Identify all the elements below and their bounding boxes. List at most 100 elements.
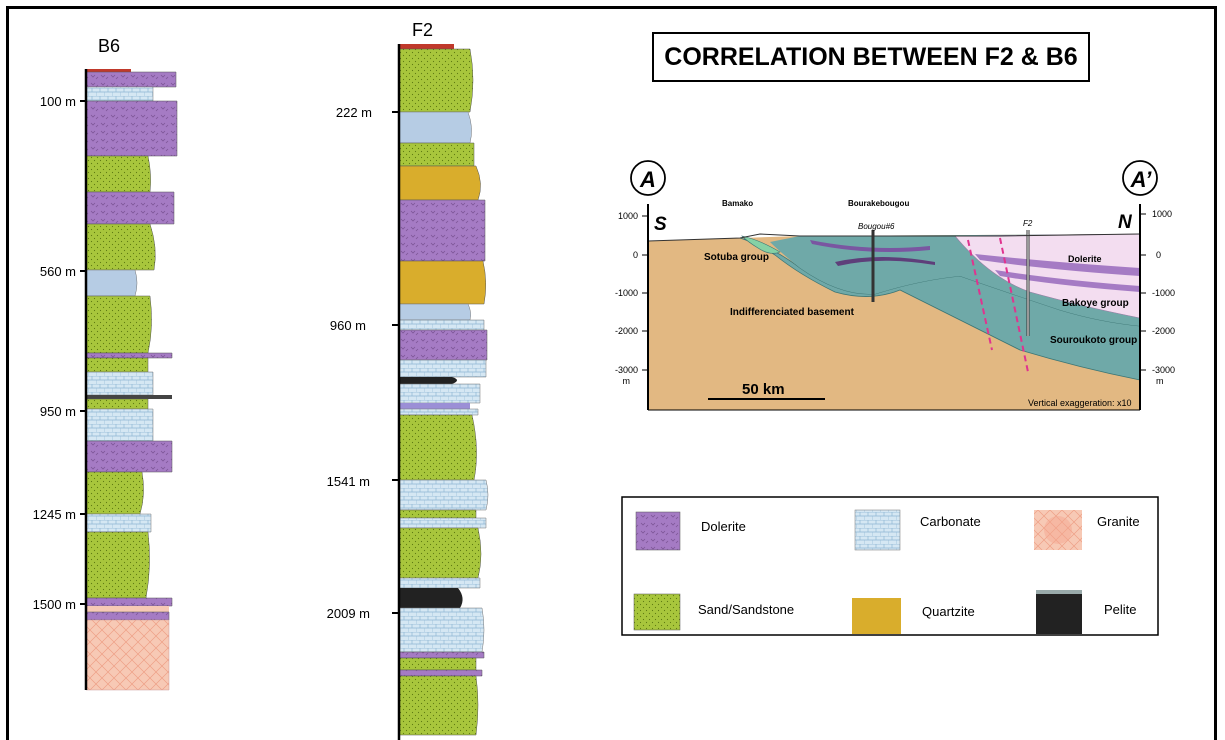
f2-depth-label: 222 m (336, 105, 372, 120)
b6-layer-dolerite (85, 100, 178, 157)
fault-line (999, 237, 1029, 373)
left-ticks: 1000 0 -1000 -2000 -3000 m (615, 211, 648, 386)
right-ticks: 1000 0 -1000 -2000 -3000 m (1140, 209, 1175, 386)
f2-column: F2 222 m 960 m 1541 m 2 (327, 20, 489, 740)
tick-label: -2000 (1152, 326, 1175, 336)
b6-layer-dolerite (85, 611, 170, 621)
legend-swatch-sand (633, 593, 681, 631)
f2-layer-dolerite (398, 651, 485, 659)
b6-layer-granite (85, 619, 170, 691)
f2-layer-sand (398, 675, 479, 736)
figure-frame (6, 6, 1217, 740)
f2-layer-carbonate (398, 408, 479, 416)
b6-layer-dolerite (85, 191, 175, 225)
tick-label: -3000 (1152, 365, 1175, 375)
section-end-a-prime-label: A’ (1130, 167, 1153, 192)
f2-layer-carbonate (398, 359, 487, 378)
b6-depth-label: 560 m (40, 264, 76, 279)
souroukoto-label: Souroukoto group (1050, 335, 1137, 346)
f2-layer-dolerite (398, 669, 483, 677)
dolerite-label: Dolerite (1068, 254, 1102, 264)
legend-label-dolerite: Dolerite (701, 519, 746, 534)
f2-layer-sand (398, 414, 477, 481)
section-end-a-prime (1122, 160, 1158, 196)
b6-layer-dolerite (85, 440, 173, 473)
f2-layer-dolerite (398, 329, 488, 361)
legend-swatch-granite (1034, 510, 1082, 550)
tick-unit: m (623, 376, 631, 386)
b6-layer-dolerite (85, 352, 173, 359)
b6-layer-granite-thin (86, 606, 169, 612)
place-bourakebougou: Bourakebougou (848, 199, 909, 208)
tick-label: -1000 (1152, 288, 1175, 298)
bakoye-label: Bakoye group (1062, 298, 1129, 309)
b6-depth-label: 1500 m (33, 597, 76, 612)
f2-layer-sand (398, 142, 475, 167)
b6-depth-label: 1245 m (33, 507, 76, 522)
b6-layer-carbonate-plain (85, 269, 138, 297)
b6-column: B6 100 m 560 m 950 m 1245 m 1500 m (33, 36, 178, 691)
dolerite-band (975, 254, 1140, 276)
f2-layer-dolerite (398, 199, 486, 262)
tick-label: -3000 (615, 365, 638, 375)
b6-top-cap (86, 69, 131, 72)
cross-section: 1000 0 -1000 -2000 -3000 m 1000 0 -1000 … (615, 160, 1175, 411)
f2-top-cap (399, 44, 454, 49)
b6-layer-pelite (86, 395, 172, 399)
dolerite-sill (810, 240, 930, 252)
well-bougou-label: Bougou#6 (858, 222, 895, 231)
f2-layer-quartzite (398, 165, 481, 201)
b6-layer-carbonate (85, 86, 154, 102)
b6-layer-sand (85, 223, 156, 271)
tick-label: 0 (633, 250, 638, 260)
b6-layer-sand (85, 295, 152, 354)
surface-line (647, 233, 1141, 242)
exaggeration-note: Vertical exaggeration: x10 (1028, 398, 1132, 408)
f2-layer-carbonate (398, 319, 485, 331)
tick-label: -2000 (615, 326, 638, 336)
f2-title: F2 (412, 20, 433, 40)
legend-swatch-carbonate (854, 509, 901, 551)
legend-label-granite: Granite (1097, 514, 1140, 529)
f2-layer-carbonate (398, 607, 485, 653)
section-end-a (630, 160, 666, 196)
tick-label: 1000 (1152, 209, 1172, 219)
b6-layer-sand (85, 398, 149, 410)
basement-label: Indifferenciated basement (730, 307, 855, 318)
fault-line (967, 239, 993, 351)
f2-layer-pelite (399, 588, 463, 608)
legend-granite-shade (1044, 516, 1072, 544)
legend-label-quartzite: Quartzite (922, 604, 975, 619)
f2-layer-sand (398, 509, 477, 519)
legend-label-sand: Sand/Sandstone (698, 602, 794, 617)
legend-label-pelite: Pelite (1104, 602, 1137, 617)
tick-label: 1000 (618, 211, 638, 221)
b6-title: B6 (98, 36, 120, 56)
f2-depth-label: 960 m (330, 318, 366, 333)
f2-layer-carbonate (398, 517, 487, 529)
legend-swatch-quartzite (852, 598, 901, 634)
legend-swatch-dolerite (635, 511, 681, 551)
f2-depth-label: 2009 m (327, 606, 370, 621)
b6-layer-sand (85, 471, 144, 515)
dolerite-sill (835, 257, 935, 266)
b6-layer-sand (85, 357, 149, 373)
f2-layer-pelite (399, 377, 457, 384)
sotuba-label: Sotuba group (704, 252, 769, 263)
b6-layer-sand (85, 531, 150, 599)
f2-layer-carbonate (398, 577, 481, 589)
f2-layer-thin (399, 403, 470, 409)
b6-depth-label: 950 m (40, 404, 76, 419)
f2-layer-carbonate-plain (398, 303, 471, 321)
b6-layer-dolerite (85, 71, 177, 88)
f2-layer-sand (398, 657, 477, 671)
f2-layer-quartzite (398, 260, 486, 305)
tick-unit: m (1156, 376, 1164, 386)
dolerite-band (995, 270, 1140, 292)
b6-layer-carbonate (85, 371, 154, 396)
legend: Dolerite Carbonate Granite Sand/Sandston… (621, 496, 1159, 636)
f2-layer-sand (398, 527, 482, 579)
section-end-a-label: A (639, 167, 656, 192)
legend-label-carbonate: Carbonate (920, 514, 981, 529)
